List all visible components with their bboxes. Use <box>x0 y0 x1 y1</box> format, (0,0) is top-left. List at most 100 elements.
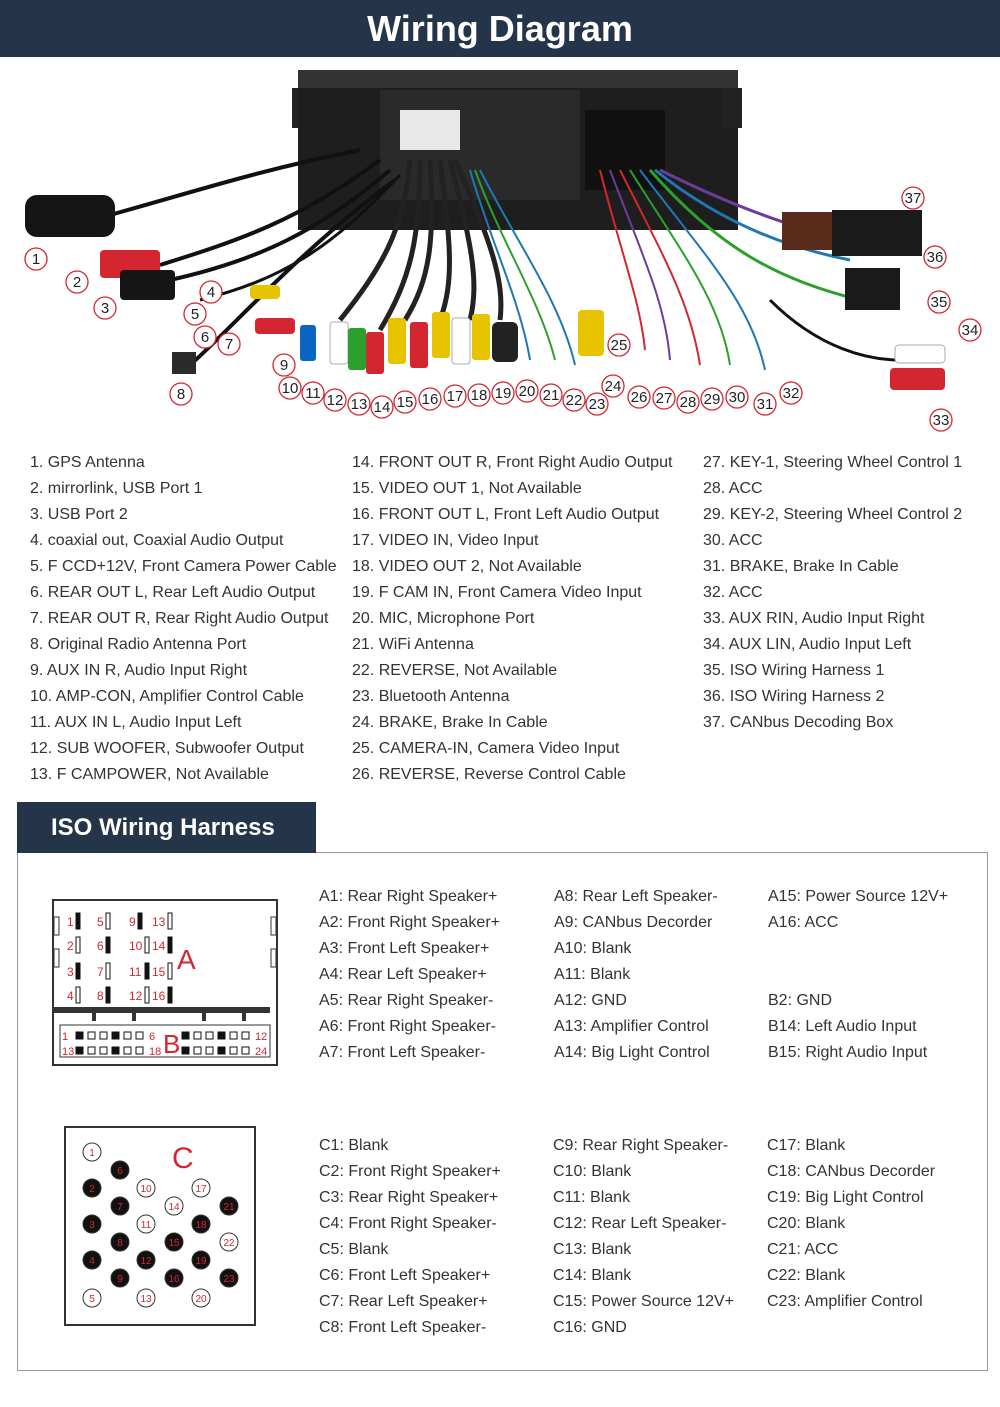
pin-label-c: 17 <box>195 1184 207 1195</box>
pin-label-a: 3 <box>67 965 74 979</box>
pin-slot <box>75 936 81 954</box>
pin-description: A5: Rear Right Speaker- <box>319 992 494 1009</box>
callout-number: 13 <box>351 396 368 413</box>
pin-label-a: 11 <box>129 965 142 979</box>
pin-slot <box>75 962 81 980</box>
legend-item: 1. GPS Antenna <box>30 454 145 471</box>
pin-slot <box>167 936 173 954</box>
callout-circle <box>347 392 371 416</box>
callout-circle <box>93 296 117 320</box>
callout-number: 37 <box>905 190 922 207</box>
legend-item: 24. BRAKE, Brake In Cable <box>352 714 548 731</box>
pin-slot <box>135 1031 144 1040</box>
pin-slot <box>75 986 81 1004</box>
pin-slot <box>181 1046 190 1055</box>
callout-number: 10 <box>282 380 299 397</box>
pin-c <box>164 1268 184 1288</box>
callout-number: 15 <box>397 394 414 411</box>
pin-description: C21: ACC <box>767 1241 839 1258</box>
callout-number: 26 <box>631 389 648 406</box>
pin-description: C9: Rear Right Speaker- <box>553 1137 729 1154</box>
pin-description: C16: GND <box>553 1319 627 1336</box>
callout-circle <box>443 384 467 408</box>
legend-item: 36. ISO Wiring Harness 2 <box>703 688 885 705</box>
callout-circle <box>927 290 951 314</box>
pin-description <box>768 962 948 988</box>
pin-description: A8: Rear Left Speaker- <box>554 888 718 905</box>
pin-slot <box>137 912 143 930</box>
pin-description: A11: Blank <box>554 966 631 983</box>
pin-description: C10: Blank <box>553 1163 632 1180</box>
pin-slot <box>217 1031 226 1040</box>
pin-slot <box>99 1046 108 1055</box>
pin-description: A6: Front Right Speaker- <box>319 1018 496 1035</box>
legend-item: 4. coaxial out, Coaxial Audio Output <box>30 532 284 549</box>
pin-slot <box>75 1046 84 1055</box>
callout-circle <box>652 386 676 410</box>
pin-c <box>164 1232 184 1252</box>
callout-number: 17 <box>447 388 464 405</box>
legend-item: 18. VIDEO OUT 2, Not Available <box>352 558 582 575</box>
callout-circle <box>393 390 417 414</box>
legend-item: 11. AUX IN L, Audio Input Left <box>30 714 242 731</box>
pin-description: B14: Left Audio Input <box>768 1018 917 1035</box>
connector-a-label: A <box>177 944 196 975</box>
legend-item: 7. REAR OUT R, Rear Right Audio Output <box>30 610 329 627</box>
pin-label-c: 5 <box>89 1294 95 1305</box>
callout-circle <box>779 381 803 405</box>
pin-description: A10: Blank <box>554 940 632 957</box>
legend-item: 6. REAR OUT L, Rear Left Audio Output <box>30 584 316 601</box>
pin-c <box>191 1178 211 1198</box>
callout-circle <box>467 383 491 407</box>
pin-c <box>219 1232 239 1252</box>
callout-number: 33 <box>933 412 950 429</box>
pin-description: C17: Blank <box>767 1137 846 1154</box>
pin-description: A2: Front Right Speaker+ <box>319 914 500 931</box>
pin-description: A15: Power Source 12V+ <box>768 888 949 905</box>
callout-circle <box>923 245 947 269</box>
pin-c <box>110 1232 130 1252</box>
pin-slot <box>87 1031 96 1040</box>
pin-label-c: 18 <box>195 1220 207 1231</box>
pin-description: A13: Amplifier Control <box>554 1018 709 1035</box>
callout-circle <box>601 374 625 398</box>
pin-c <box>191 1288 211 1308</box>
pin-slot <box>135 1046 144 1055</box>
legend-item: 9. AUX IN R, Audio Input Right <box>30 662 248 679</box>
callout-circle <box>323 388 347 412</box>
pin-description: C3: Rear Right Speaker+ <box>319 1189 499 1206</box>
pin-slot <box>229 1046 238 1055</box>
legend-item: 32. ACC <box>703 584 763 601</box>
callout-number: 18 <box>471 387 488 404</box>
callout-circle <box>627 385 651 409</box>
pin-c <box>136 1288 156 1308</box>
pin-label-a: 2 <box>67 939 74 953</box>
pin-slot <box>167 912 173 930</box>
legend-item: 15. VIDEO OUT 1, Not Available <box>352 480 582 497</box>
pin-description <box>768 936 948 962</box>
pin-label-b: 18 <box>149 1046 161 1058</box>
legend-item: 16. FRONT OUT L, Front Left Audio Output <box>352 506 660 523</box>
pins-a-col-1: A1: Rear Right Speaker+A2: Front Right S… <box>319 884 500 1066</box>
callout-circle <box>958 318 982 342</box>
callout-number: 22 <box>566 392 583 409</box>
callout-number: 29 <box>704 391 721 408</box>
pin-description: C22: Blank <box>767 1267 846 1284</box>
pin-label-c: 13 <box>140 1294 152 1305</box>
pin-slot <box>105 936 111 954</box>
pin-c <box>82 1214 102 1234</box>
pin-description: C19: Big Light Control <box>767 1189 924 1206</box>
legend-item: 29. KEY-2, Steering Wheel Control 2 <box>703 506 963 523</box>
pin-label-a: 16 <box>152 989 166 1003</box>
callout-circle <box>183 302 207 326</box>
legend-item: 8. Original Radio Antenna Port <box>30 636 247 653</box>
callout-number: 16 <box>422 391 439 408</box>
pin-c <box>136 1178 156 1198</box>
pin-description: C4: Front Right Speaker- <box>319 1215 497 1232</box>
pin-slot <box>123 1031 132 1040</box>
pin-description: C7: Rear Left Speaker+ <box>319 1293 488 1310</box>
pin-slot <box>167 962 173 980</box>
pin-slot <box>229 1031 238 1040</box>
